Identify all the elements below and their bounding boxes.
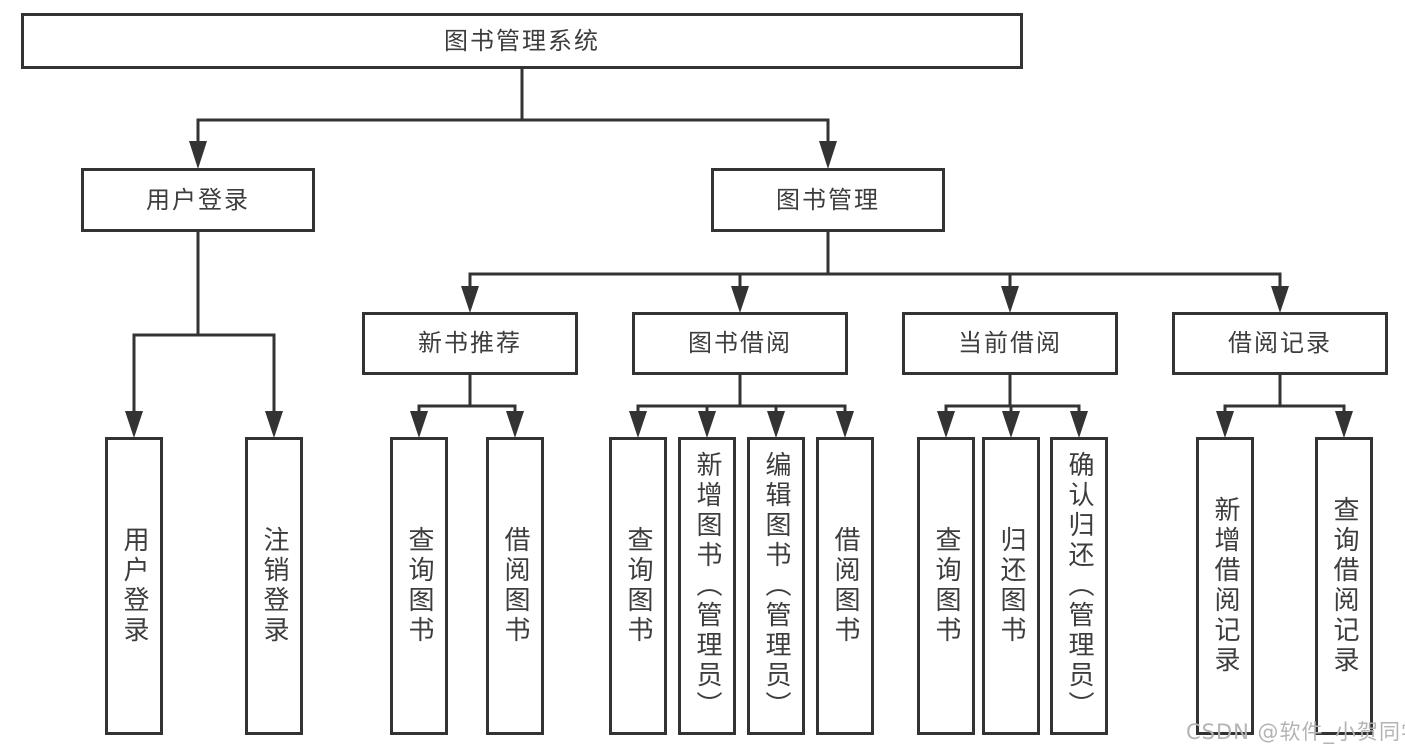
leaf-label: 查询借阅记录 [1329,496,1359,676]
node-book-borrowing: 图书借阅 [632,312,848,375]
node-book-management: 图书管理 [711,168,945,232]
leaf-label: 新增借阅记录 [1210,496,1240,676]
node-label: 图书管理系统 [444,26,600,55]
leaf-return-books: 归还图书 [982,437,1040,735]
edge-borrowrecords-to-leaves [1216,373,1353,438]
node-label: 借阅记录 [1228,329,1332,358]
leaf-label: 查询图书 [404,526,434,646]
leaf-label: 借阅图书 [830,526,860,646]
node-library-management-system: 图书管理系统 [21,13,1023,69]
leaf-query-books-1: 查询图书 [390,437,448,735]
node-current-borrowing: 当前借阅 [902,312,1118,375]
leaf-borrow-books-2: 借阅图书 [816,437,874,735]
csdn-watermark: CSDN @软件_小贺同学 [1186,720,1405,744]
leaf-label: 归还图书 [996,526,1026,646]
node-label: 用户登录 [146,185,250,214]
edge-newbookrec-to-leaves [410,373,524,438]
leaf-label: 查询图书 [931,526,961,646]
leaf-borrow-books-1: 借阅图书 [486,437,544,735]
leaf-label: 用户登录 [119,526,149,646]
node-new-book-recommendation: 新书推荐 [362,312,578,375]
leaf-add-book-admin: 新增图书（管理员） [678,437,736,735]
leaf-label: 新增图书（管理员） [692,451,722,721]
leaf-logout: 注销登录 [245,437,303,735]
node-label: 新书推荐 [418,329,522,358]
edge-bookborrow-to-leaves [629,373,854,438]
leaf-label: 注销登录 [259,526,289,646]
node-label: 图书管理 [776,185,880,214]
edge-bookmgmt-to-level3 [461,230,1289,313]
edge-userlogin-to-leaves [125,230,283,438]
edge-currentborrow-to-leaves [937,373,1088,438]
node-borrowing-records: 借阅记录 [1172,312,1388,375]
leaf-query-books-3: 查询图书 [917,437,975,735]
leaf-add-borrow-record: 新增借阅记录 [1196,437,1254,735]
leaf-user-login: 用户登录 [105,437,163,735]
leaf-label: 查询图书 [623,526,653,646]
leaf-label: 借阅图书 [500,526,530,646]
leaf-edit-book-admin: 编辑图书（管理员） [747,437,805,735]
node-label: 图书借阅 [688,329,792,358]
node-user-login: 用户登录 [81,168,315,232]
leaf-confirm-return-admin: 确认归还（管理员） [1050,437,1108,735]
leaf-label: 确认归还（管理员） [1064,451,1094,721]
leaf-query-borrow-record: 查询借阅记录 [1315,437,1373,735]
edge-root-to-level2 [189,67,837,169]
leaf-label: 编辑图书（管理员） [761,451,791,721]
node-label: 当前借阅 [958,329,1062,358]
leaf-query-books-2: 查询图书 [609,437,667,735]
